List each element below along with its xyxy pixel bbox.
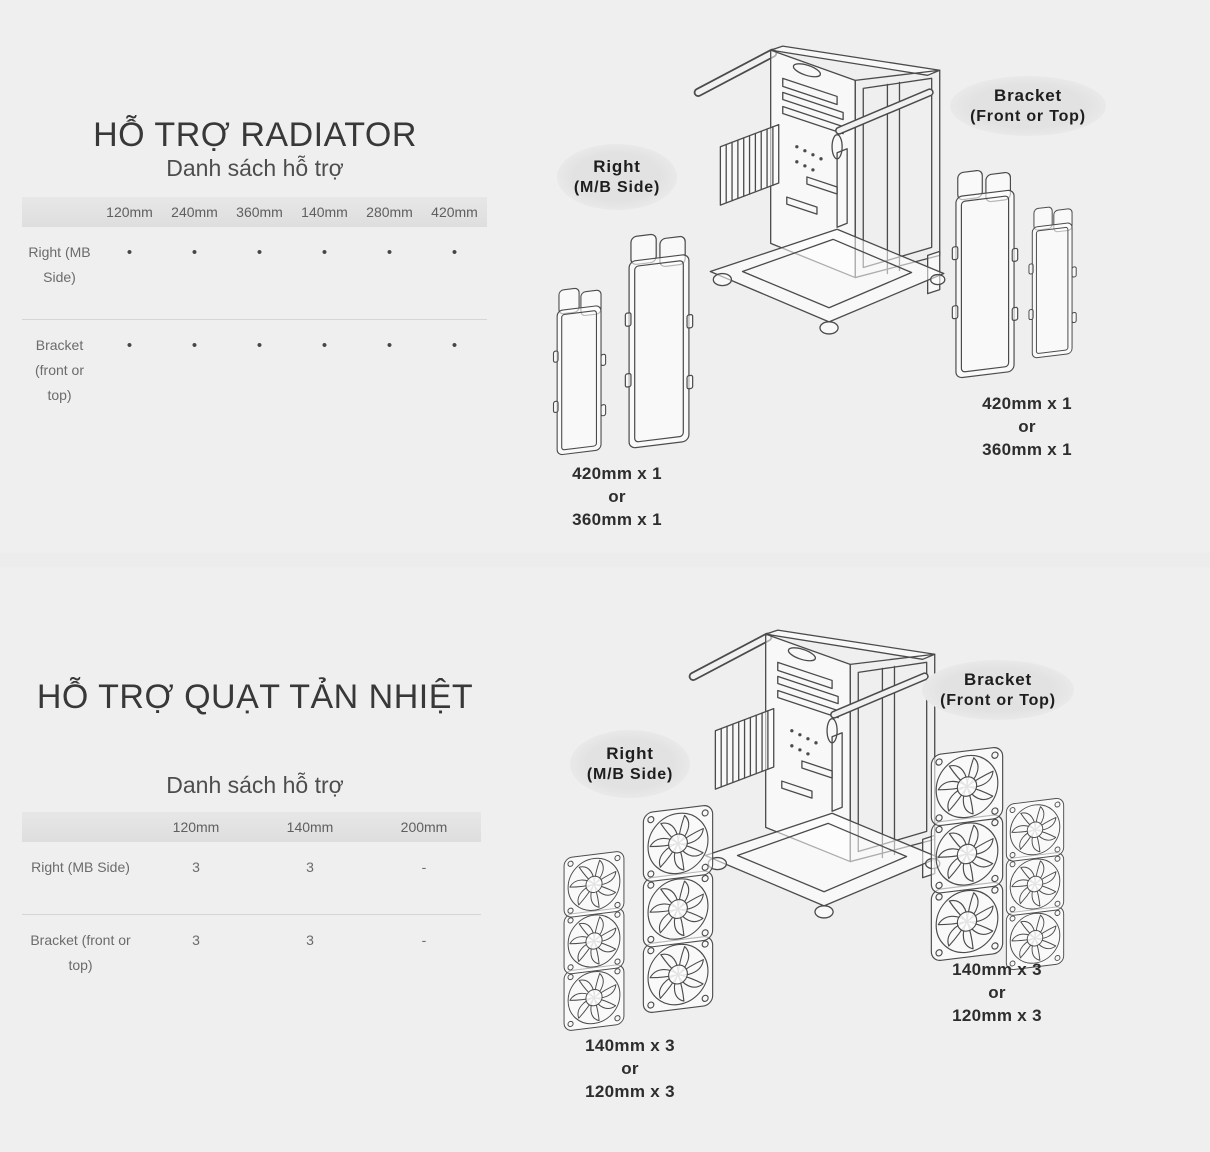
table-column-header: 200mm (400, 819, 448, 835)
caption-line: 120mm x 3 (952, 1006, 1042, 1025)
callout-text: (Front or Top) (970, 107, 1086, 125)
caption-line: 420mm x 1 (982, 394, 1072, 413)
callout-text: Right (593, 156, 641, 176)
caption-line: or (621, 1059, 639, 1078)
support-dot: • (451, 337, 458, 354)
radiator-section-subtitle: Danh sách hỗ trợ (166, 155, 344, 181)
section-divider (0, 553, 1210, 567)
fan-count-cell: 3 (192, 932, 200, 948)
caption-line: 120mm x 3 (585, 1082, 675, 1101)
radiator-size-caption-right: 420mm x 1 or 360mm x 1 (942, 392, 1112, 461)
table-row: Bracket (front or top) • • • • • • (22, 319, 487, 412)
fan-stack-120mm-icon (1004, 794, 1066, 974)
fan-support-table: 120mm 140mm 200mm Right (MB Side) 3 3 - … (22, 812, 481, 987)
support-dot: • (256, 244, 263, 261)
fan-size-caption-left: 140mm x 3 or 120mm x 3 (545, 1034, 715, 1103)
callout-text: Bracket (964, 669, 1032, 689)
fan-size-caption-right: 140mm x 3 or 120mm x 3 (912, 958, 1082, 1027)
support-dot: • (191, 337, 198, 354)
table-column-header: 420mm (431, 204, 478, 220)
caption-line: 360mm x 1 (572, 510, 662, 529)
fan-count-cell: - (421, 859, 427, 875)
support-dot: • (321, 244, 328, 261)
callout-text: Right (606, 743, 654, 763)
radiator-section-title: HỖ TRỢ RADIATOR (93, 115, 417, 154)
support-dot: • (256, 337, 263, 354)
callout-bracket-front-top: Bracket (Front or Top) (950, 76, 1106, 136)
radiator-420mm-icon (951, 165, 1019, 380)
row-label: Right (MB Side) (28, 244, 91, 285)
radiator-360mm-icon (1028, 203, 1077, 360)
case-isometric-drawing (683, 26, 961, 348)
table-column-header: 360mm (236, 204, 283, 220)
support-dot: • (321, 337, 328, 354)
table-column-header: 120mm (106, 204, 153, 220)
row-label: Bracket (front or top) (30, 932, 131, 973)
support-dot: • (191, 244, 198, 261)
support-dot: • (126, 337, 133, 354)
fan-section-title: HỖ TRỢ QUẠT TẢN NHIỆT (36, 677, 474, 716)
callout-text: (Front or Top) (940, 691, 1056, 709)
caption-line: or (608, 487, 626, 506)
table-column-header: 240mm (171, 204, 218, 220)
fan-count-cell: 3 (306, 932, 314, 948)
support-dot: • (126, 244, 133, 261)
table-column-header: 140mm (286, 819, 334, 835)
support-dot: • (386, 244, 393, 261)
table-header-row: 120mm 240mm 360mm 140mm 280mm 420mm (22, 197, 487, 227)
callout-bracket-front-top: Bracket (Front or Top) (922, 660, 1074, 720)
caption-line: 360mm x 1 (982, 440, 1072, 459)
table-row: Right (MB Side) 3 3 - (22, 842, 481, 914)
table-column-header: 280mm (366, 204, 413, 220)
callout-text: (M/B Side) (573, 178, 661, 196)
callout-text: Bracket (994, 85, 1062, 105)
radiator-420mm-icon (624, 228, 694, 450)
table-column-header: 140mm (301, 204, 348, 220)
radiator-360mm-icon (552, 284, 607, 457)
fan-section-subtitle: Danh sách hỗ trợ (166, 772, 344, 798)
callout-text: (M/B Side) (586, 765, 674, 783)
fan-stack-140mm-icon (638, 801, 718, 1017)
support-dot: • (386, 337, 393, 354)
caption-line: 140mm x 3 (952, 960, 1042, 979)
caption-line: or (988, 983, 1006, 1002)
row-label: Bracket (front or top) (34, 337, 84, 403)
fan-count-cell: 3 (306, 859, 314, 875)
table-row: Bracket (front or top) 3 3 - (22, 914, 481, 987)
row-label: Right (MB Side) (31, 859, 130, 875)
callout-right-mb-side: Right (M/B Side) (557, 144, 677, 210)
table-row: Right (MB Side) • • • • • • (22, 227, 487, 319)
fan-count-cell: 3 (192, 859, 200, 875)
fan-stack-140mm-icon (928, 743, 1006, 965)
case-isometric-drawing (678, 610, 956, 932)
radiator-size-caption-left: 420mm x 1 or 360mm x 1 (532, 462, 702, 531)
table-header-row: 120mm 140mm 200mm (22, 812, 481, 842)
caption-line: or (1018, 417, 1036, 436)
caption-line: 140mm x 3 (585, 1036, 675, 1055)
table-column-header: 120mm (172, 819, 220, 835)
fan-stack-120mm-icon (560, 848, 628, 1034)
caption-line: 420mm x 1 (572, 464, 662, 483)
fan-count-cell: - (421, 932, 427, 948)
support-dot: • (451, 244, 458, 261)
radiator-support-table: 120mm 240mm 360mm 140mm 280mm 420mm Righ… (22, 197, 487, 412)
callout-right-mb-side: Right (M/B Side) (570, 730, 690, 798)
